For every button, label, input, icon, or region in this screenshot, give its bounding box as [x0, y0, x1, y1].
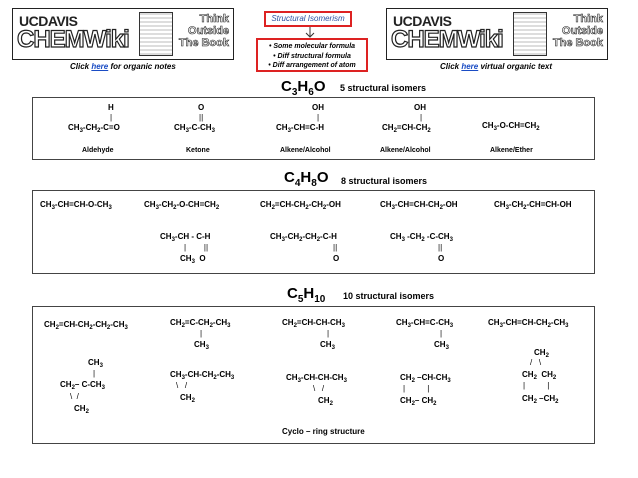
substituent: CH3 [194, 340, 209, 351]
isomer-count: 10 structural isomers [343, 291, 435, 301]
isomer-formula: CH3-CH2-CH=CH-OH [494, 200, 572, 211]
isomer-formula: CH2=CH-CH2 [382, 123, 431, 134]
isomer-formula: CH2=CH-CH-CH3 [282, 318, 345, 329]
isomer-formula: CH3-CH=CH-CH2-CH3 [488, 318, 569, 329]
cyclo-label: Cyclo – ring structure [282, 427, 365, 436]
substituent: CH2 –CH2 [522, 394, 559, 405]
ring-formula: CH3-CH-CH-CH3 [286, 373, 347, 384]
substituent: CH3 O [180, 254, 206, 265]
isomer-formula: CH3 -CH2 -C-CH3 [390, 232, 453, 243]
substituent: O [333, 254, 340, 263]
bond: | [440, 329, 443, 338]
formula-c4h8o: C4H8O [284, 169, 329, 189]
substituent: CH2 [180, 393, 195, 404]
chemwiki-logo: CHEMWiki [390, 25, 504, 53]
ring-formula: CH2 –CH-CH3 [400, 373, 451, 384]
bond: | [200, 329, 203, 338]
bond: || [333, 243, 338, 252]
substituent: CH2 [318, 396, 333, 407]
ucdavis-logo: UCDAVIS [19, 13, 78, 29]
substituent: CH3 [88, 358, 103, 369]
bond: | [93, 369, 96, 378]
virtual-text-caption: Click here virtual organic text [440, 62, 553, 71]
book-icon [139, 12, 173, 56]
isomer-formula: CH3-C-CH3 [174, 123, 215, 134]
isomer-count: 5 structural isomers [340, 83, 427, 93]
note-point: • Diff structural formula [273, 52, 351, 60]
formula-c3h6o: C3H6O [281, 78, 326, 98]
ucdavis-logo: UCDAVIS [393, 13, 452, 29]
substituent: CH3 [434, 340, 449, 351]
chemwiki-banner-left[interactable]: UCDAVIS CHEMWiki Think Outside The Book [12, 8, 234, 60]
isomer-formula: CH2=CH-CH2-CH2-OH [260, 200, 341, 211]
book-icon [513, 12, 547, 56]
isomer-formula: CH2=C-CH2-CH3 [170, 318, 231, 329]
bond: \ / [313, 384, 325, 393]
chemwiki-logo: CHEMWiki [16, 25, 130, 53]
bond: | [420, 113, 423, 122]
bond: \ / [70, 392, 79, 401]
substituent: H [108, 103, 114, 112]
bond: / \ [530, 358, 542, 367]
formula-c5h10: C5H10 [287, 285, 326, 305]
isomer-label: Ketone [186, 147, 210, 154]
substituent: OH [312, 103, 324, 112]
isomer-formula: CH3-CH=CH-O-CH3 [40, 200, 112, 211]
isomer-label: Alkene/Alcohol [280, 147, 331, 154]
organic-notes-link[interactable]: here [91, 62, 109, 71]
isomer-formula: CH3-CH=C-H [276, 123, 325, 134]
bond: || [438, 243, 443, 252]
isomer-label: Aldehyde [82, 147, 114, 154]
substituent: CH2 [74, 404, 89, 415]
isomer-label: Alkene/Alcohol [380, 147, 431, 154]
bond: | || [184, 243, 209, 252]
isomer-formula: CH3-CH2-CH2-C-H [270, 232, 337, 243]
ring-formula: CH2 CH2 [522, 370, 557, 381]
note-title: Structural Isomerism [264, 11, 352, 27]
ring-formula: CH3-CH-CH2-CH3 [170, 370, 235, 381]
isomer-formula: CH3-CH=CH-CH2-OH [380, 200, 458, 211]
isomer-formula: CH2=CH-CH2-CH2-CH3 [44, 320, 128, 331]
note-points: • Some molecular formula • Diff structur… [256, 38, 368, 72]
virtual-text-link[interactable]: here [461, 62, 479, 71]
substituent: O [198, 103, 205, 112]
ring-formula: CH2– C-CH3 [60, 380, 105, 391]
bond: | | [523, 381, 550, 390]
substituent: OH [414, 103, 426, 112]
isomer-formula: CH3-CH2-C=O [68, 123, 120, 134]
isomer-formula: CH3-CH2-O-CH=CH2 [144, 200, 220, 211]
isomer-formula: CH3-O-CH=CH2 [482, 121, 540, 132]
bond: | | [403, 384, 430, 393]
substituent: CH2 [534, 348, 549, 359]
bond: | [110, 113, 113, 122]
substituent: O [438, 254, 445, 263]
banner-tagline: Think Outside The Book [178, 13, 230, 50]
isomer-formula: CH3-CH - C-H [160, 232, 211, 243]
substituent: CH2– CH2 [400, 396, 437, 407]
section-c4h8o [32, 190, 595, 274]
isomer-count: 8 structural isomers [341, 176, 428, 186]
chemwiki-banner-right[interactable]: UCDAVIS CHEMWiki Think Outside The Book [386, 8, 608, 60]
bond: | [317, 113, 320, 122]
banner-tagline: Think Outside The Book [552, 13, 604, 50]
bond: | [327, 329, 330, 338]
section-c5h10 [32, 306, 595, 444]
organic-notes-caption: Click here for organic notes [70, 62, 176, 71]
bond: \ / [176, 381, 188, 390]
isomer-label: Alkene/Ether [490, 147, 533, 154]
bond: || [199, 113, 204, 122]
section-c3h6o [32, 97, 595, 160]
substituent: CH3 [320, 340, 335, 351]
isomer-formula: CH3-CH=C-CH3 [396, 318, 454, 329]
note-point: • Diff arrangement of atom [268, 62, 356, 69]
note-point: • Some molecular formula [268, 43, 356, 50]
